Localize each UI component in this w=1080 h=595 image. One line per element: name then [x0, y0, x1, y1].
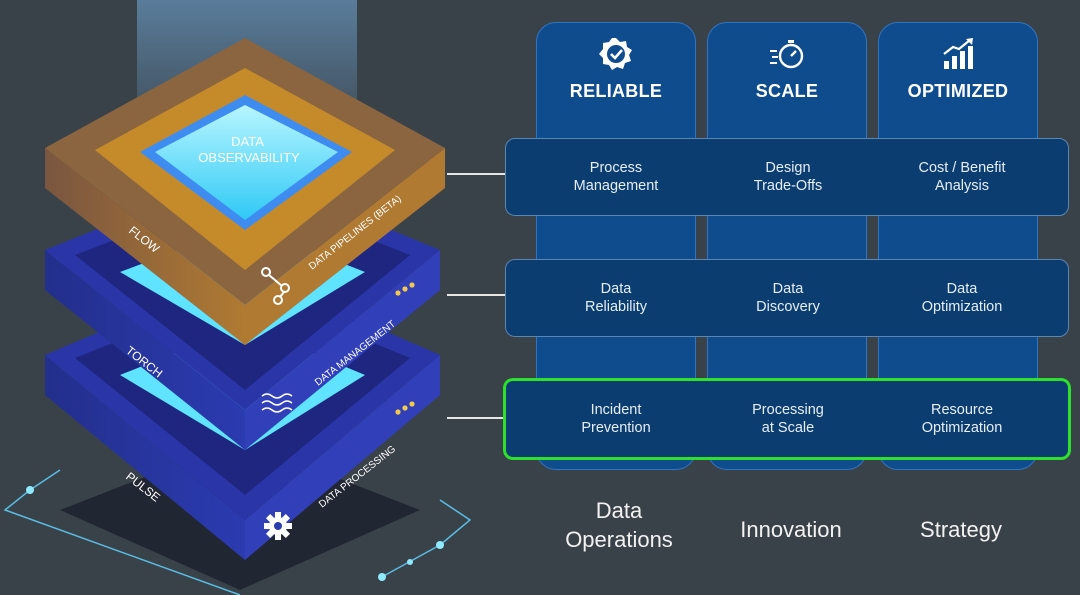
column-title: RELIABLE [569, 81, 663, 101]
capability-row-flow: Process Management Design Trade-Offs Cos… [505, 138, 1069, 216]
indicator-dot [402, 405, 408, 411]
observability-core [155, 105, 338, 220]
row-cell: Process Management [573, 160, 659, 194]
indicator-dot [409, 282, 415, 288]
flow-nodes-icon [261, 267, 290, 305]
capability-row-pulse-highlighted: Incident Prevention Processing at Scale … [503, 378, 1071, 460]
row-cell: Data Optimization [921, 281, 1003, 315]
circuit-node [436, 541, 444, 549]
footer-label-innovation: Innovation [740, 517, 842, 542]
row-cell: Data Reliability [584, 281, 648, 315]
footer-label-data-operations: Data Operations [565, 498, 673, 552]
bar-chart-up-icon [943, 38, 973, 69]
indicator-dot [409, 401, 415, 407]
column-title: OPTIMIZED [907, 81, 1009, 101]
indicator-dot [395, 290, 401, 296]
badge-check-icon [599, 38, 632, 70]
capability-row-torch: Data Reliability Data Discovery Data Opt… [505, 259, 1069, 337]
footer-label-strategy: Strategy [920, 517, 1002, 542]
core-label: DATA OBSERVABILITY [198, 134, 300, 165]
row-cell: Resource Optimization [921, 402, 1003, 436]
platform-stack-diagram: DATA OBSERVABILITY FLOW TORCH PULSE DATA… [3, 0, 472, 595]
indicator-dot [402, 286, 408, 292]
gear-icon [264, 512, 292, 540]
indicator-dot [395, 409, 401, 415]
row-cell: Cost / Benefit Analysis [918, 160, 1006, 194]
row-cell: Incident Prevention [581, 402, 651, 436]
waves-icon [261, 393, 293, 413]
circuit-node [378, 573, 386, 581]
column-title: SCALE [755, 81, 819, 101]
circuit-node [26, 486, 34, 494]
circuit-node [407, 559, 413, 565]
stopwatch-speed-icon [770, 40, 804, 69]
flow-layer [45, 38, 445, 345]
row-cell: Processing at Scale [752, 402, 824, 436]
row-cell: Data Discovery [756, 281, 820, 315]
row-cell: Design Trade-Offs [753, 160, 823, 194]
